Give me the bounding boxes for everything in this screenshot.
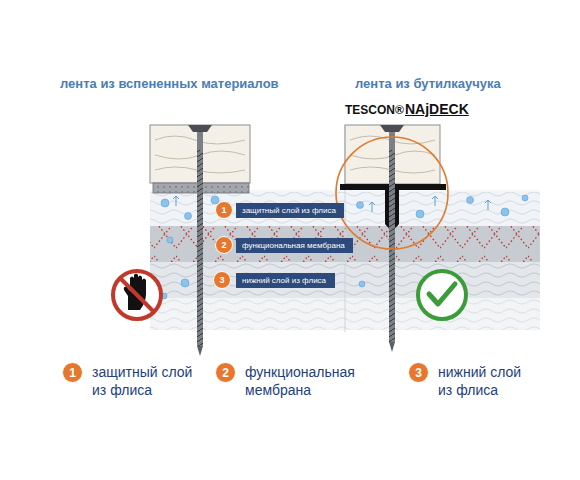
layer-label: защитный слой из флиса (236, 203, 344, 218)
callout-digit: 3 (415, 367, 422, 379)
callout-digit: 1 (221, 206, 226, 215)
layer-name: функциональная мембрана (242, 242, 345, 250)
check-sign (418, 271, 466, 319)
screw (188, 125, 404, 356)
wood-block (150, 125, 440, 184)
water-droplets (161, 195, 528, 299)
callout-digit: 1 (69, 367, 76, 379)
brand-logo: NAjDECK (405, 101, 475, 119)
legend-text: нижний слой из флиса (438, 364, 538, 399)
callout-number: 2 (215, 362, 236, 383)
legend-text: защитный слой из флиса (92, 364, 197, 399)
callout-number: 3 (213, 271, 231, 289)
callout-digit: 3 (219, 276, 224, 285)
callout-digit: 2 (221, 241, 226, 250)
callout-digit: 2 (222, 367, 229, 379)
layer-name: нижний слой из флиса (242, 277, 326, 285)
panel-title: лента из вспененных материалов (60, 76, 300, 92)
panel-title: лента из бутилкаучука (355, 76, 555, 92)
layer-label: функциональная мембрана (236, 238, 353, 253)
prohibition-sign (113, 271, 161, 319)
callout-number: 1 (62, 362, 83, 383)
membrane-layers (150, 125, 540, 332)
layer-label: нижний слой из флиса (236, 273, 335, 288)
layer-name: защитный слой из флиса (242, 207, 336, 215)
brand-logo: TESCON® (345, 103, 415, 118)
callout-number: 2 (215, 236, 233, 254)
legend-text: функциональная мембрана (245, 364, 370, 399)
callout-number: 3 (408, 362, 429, 383)
callout-number: 1 (215, 201, 233, 219)
highlight-circle (336, 137, 448, 249)
